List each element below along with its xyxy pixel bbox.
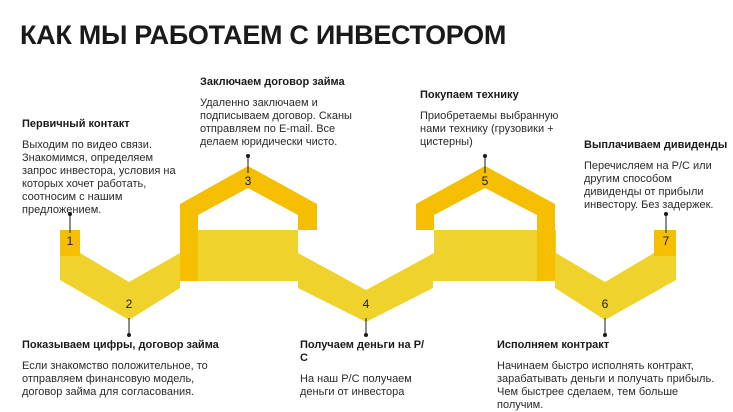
band-lower-shape <box>60 230 676 322</box>
step-number-4: 4 <box>363 297 370 311</box>
connector-dot-7 <box>664 212 668 216</box>
connector-dot-6 <box>603 333 607 337</box>
step-7-text: Перечисляем на Р/С или другим способом д… <box>584 160 714 211</box>
step-2: Показываем цифры, договор займа Если зна… <box>22 339 222 399</box>
connector-dot-3 <box>246 154 250 158</box>
step-connectors <box>68 154 668 337</box>
band-upper-inner-left <box>180 230 198 281</box>
step-number-1: 1 <box>67 234 74 248</box>
step-3-text: Удаленно заключаем и подписываем договор… <box>200 97 352 148</box>
step-1-title: Первичный контакт <box>22 118 130 130</box>
connector-dot-5 <box>483 154 487 158</box>
connector-dot-2 <box>127 333 131 337</box>
zigzag-band-lower <box>60 230 676 322</box>
step-6-text: Начинаем быстро исполнять контракт, зара… <box>497 360 715 411</box>
step-4-text: На наш Р/С получаем деньги от инвестора <box>300 373 412 398</box>
zigzag-band-upper <box>60 166 676 281</box>
band-upper-right-cap <box>654 230 676 256</box>
band-upper-left-peak <box>180 166 317 230</box>
page-title: КАК МЫ РАБОТАЕМ С ИНВЕСТОРОМ <box>20 20 507 50</box>
step-number-2: 2 <box>126 297 133 311</box>
band-upper-left-cap <box>60 230 80 256</box>
step-2-title: Показываем цифры, договор займа <box>22 339 219 351</box>
step-7-title: Выплачиваем дивиденды <box>584 139 728 151</box>
step-5-title: Покупаем технику <box>420 89 519 101</box>
step-4: Получаем деньги на Р/С На наш Р/С получа… <box>300 339 430 399</box>
step-5-text: Приобретаемы выбранную нами технику (гру… <box>420 110 559 148</box>
step-3-title: Заключаем договор займа <box>200 76 345 88</box>
connector-dot-1 <box>68 212 72 216</box>
step-numbers: 1 2 3 4 5 6 7 <box>67 174 670 311</box>
connector-dot-4 <box>364 333 368 337</box>
step-4-title: Получаем деньги на Р/С <box>300 339 425 364</box>
step-number-6: 6 <box>602 297 609 311</box>
step-1-text: Выходим по видео связи. Знакомимся, опре… <box>22 139 176 216</box>
step-5: Покупаем технику Приобретаемы выбранную … <box>420 89 580 149</box>
step-3: Заключаем договор займа Удаленно заключа… <box>200 76 360 149</box>
step-number-5: 5 <box>482 174 489 188</box>
step-6: Исполняем контракт Начинаем быстро испол… <box>497 339 727 412</box>
step-7: Выплачиваем дивиденды Перечисляем на Р/С… <box>584 139 730 212</box>
step-2-text: Если знакомство положительное, то отправ… <box>22 360 208 398</box>
step-6-title: Исполняем контракт <box>497 339 610 351</box>
step-number-3: 3 <box>245 174 252 188</box>
step-1: Первичный контакт Выходим по видео связи… <box>22 118 180 217</box>
band-upper-right-peak <box>416 166 555 230</box>
step-number-7: 7 <box>663 234 670 248</box>
band-upper-inner-right <box>537 230 555 281</box>
